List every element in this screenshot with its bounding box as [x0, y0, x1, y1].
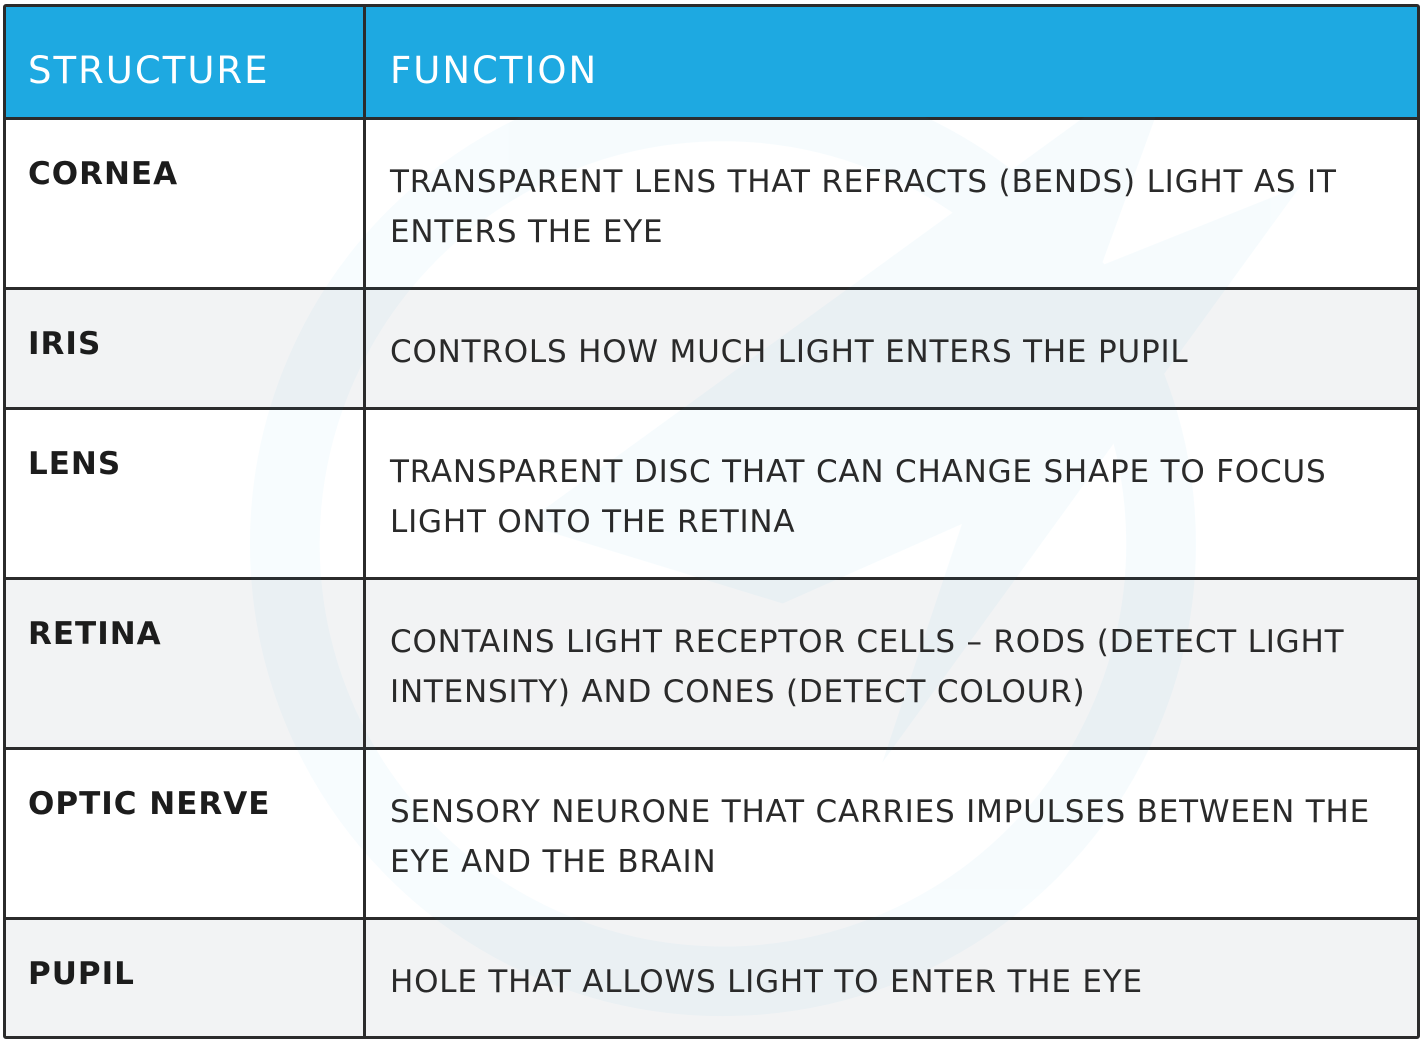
- table-row: IRIS CONTROLS HOW MUCH LIGHT ENTERS THE …: [6, 290, 1417, 410]
- structure-cell: RETINA: [6, 580, 366, 747]
- column-header-function: FUNCTION: [390, 49, 599, 92]
- function-cell: SENSORY NEURONE THAT CARRIES IMPULSES BE…: [390, 794, 1370, 880]
- function-cell: CONTROLS HOW MUCH LIGHT ENTERS THE PUPIL: [390, 334, 1189, 370]
- structure-cell: PUPIL: [6, 920, 366, 1036]
- table-row: OPTIC NERVE SENSORY NEURONE THAT CARRIES…: [6, 750, 1417, 920]
- function-cell: CONTAINS LIGHT RECEPTOR CELLS – RODS (DE…: [390, 624, 1345, 710]
- table-row: RETINA CONTAINS LIGHT RECEPTOR CELLS – R…: [6, 580, 1417, 750]
- table-row: PUPIL HOLE THAT ALLOWS LIGHT TO ENTER TH…: [6, 920, 1417, 1036]
- function-cell: TRANSPARENT LENS THAT REFRACTS (BENDS) L…: [390, 164, 1337, 250]
- structure-cell: CORNEA: [6, 120, 366, 287]
- function-cell: HOLE THAT ALLOWS LIGHT TO ENTER THE EYE: [390, 964, 1143, 1000]
- structure-cell: LENS: [6, 410, 366, 577]
- structure-cell: OPTIC NERVE: [6, 750, 366, 917]
- table-header-row: STRUCTURE FUNCTION: [6, 7, 1417, 120]
- table-row: LENS TRANSPARENT DISC THAT CAN CHANGE SH…: [6, 410, 1417, 580]
- structure-function-table: STRUCTURE FUNCTION CORNEA TRANSPARENT LE…: [3, 4, 1420, 1039]
- structure-cell: IRIS: [6, 290, 366, 407]
- function-cell: TRANSPARENT DISC THAT CAN CHANGE SHAPE T…: [390, 454, 1327, 540]
- column-header-structure: STRUCTURE: [6, 7, 366, 117]
- table-row: CORNEA TRANSPARENT LENS THAT REFRACTS (B…: [6, 120, 1417, 290]
